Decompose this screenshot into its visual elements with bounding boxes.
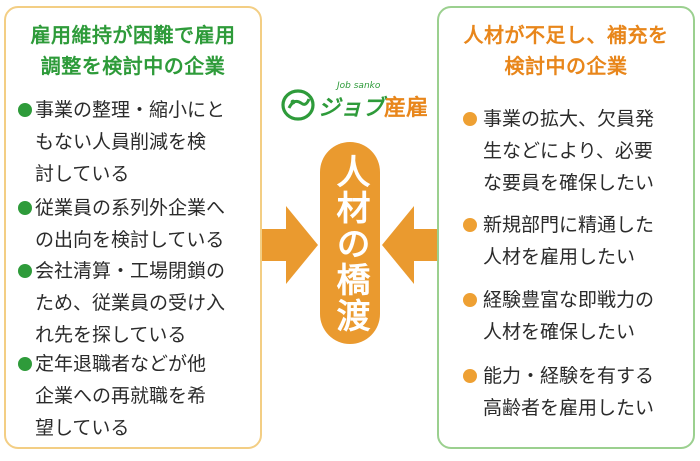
item-line: 会社清算・工場閉鎖の xyxy=(35,260,226,282)
left-list-item-3: 会社清算・工場閉鎖の ため、従業員の受け入 れ先を探している xyxy=(18,255,254,351)
logo-mark-icon xyxy=(281,89,315,121)
item-line: 高齢者を雇用したい xyxy=(483,397,655,419)
right-list-item-3: 経験豊富な即戦力の 人材を確保したい xyxy=(463,284,689,348)
bullet-icon xyxy=(18,103,32,117)
item-line: 定年退職者などが他 xyxy=(35,353,207,375)
item-line: 企業への再就職を希 xyxy=(35,385,207,407)
bullet-icon xyxy=(463,369,477,383)
item-line: 事業の拡大、欠員発 xyxy=(483,108,655,130)
right-panel-title: 人材が不足し、補充を 検討中の企業 xyxy=(439,20,693,82)
arrow-right-icon xyxy=(262,206,318,284)
bullet-icon xyxy=(463,218,477,232)
arrow-left-icon xyxy=(382,206,438,284)
item-line: 人材を雇用したい xyxy=(483,246,636,268)
logo-text: ジョブ産雇 xyxy=(318,90,428,122)
left-list-item-2: 従業員の系列外企業へ の出向を検討している xyxy=(18,192,254,256)
right-list-item-4: 能力・経験を有する 高齢者を雇用したい xyxy=(463,360,689,424)
item-line: の出向を検討している xyxy=(35,229,225,251)
item-line: な要員を確保したい xyxy=(483,172,655,194)
right-list-item-2: 新規部門に精通した 人材を雇用したい xyxy=(463,209,689,273)
item-line: 望している xyxy=(35,417,130,439)
logo-subtext: Job sanko xyxy=(337,81,381,91)
right-list-item-1: 事業の拡大、欠員発 生などにより、必要 な要員を確保したい xyxy=(463,103,689,199)
item-line: 能力・経験を有する xyxy=(483,365,655,387)
right-panel-title-line1: 人材が不足し、補充を xyxy=(463,23,669,47)
bullet-icon xyxy=(18,201,32,215)
left-panel-title-line1: 雇用維持が困難で雇用 xyxy=(30,23,236,47)
item-line: れ先を探している xyxy=(35,324,187,346)
job-sanko-logo: Job sanko ジョブ産雇 xyxy=(281,81,428,124)
bullet-icon xyxy=(463,293,477,307)
bullet-icon xyxy=(18,264,32,278)
item-line: もない人員削減を検 xyxy=(35,131,207,153)
item-line: 人材を確保したい xyxy=(483,321,636,343)
bullet-icon xyxy=(463,112,477,126)
item-line: 討している xyxy=(35,163,130,185)
left-panel-title: 雇用維持が困難で雇用 調整を検討中の企業 xyxy=(6,20,260,82)
left-panel-title-line2: 調整を検討中の企業 xyxy=(40,54,226,78)
left-panel: 雇用維持が困難で雇用 調整を検討中の企業 事業の整理・縮小にと もない人員削減を… xyxy=(4,6,262,449)
logo-main-text: ジョブ xyxy=(318,96,385,121)
center-bridge-banner: 人材の橋渡し xyxy=(270,142,380,344)
item-line: 従業員の系列外企業へ xyxy=(35,197,226,219)
left-list-item-1: 事業の整理・縮小にと もない人員削減を検 討している xyxy=(18,94,254,190)
item-line: 事業の整理・縮小にと xyxy=(35,99,226,121)
item-line: 新規部門に精通した xyxy=(483,214,655,236)
left-list-item-4: 定年退職者などが他 企業への再就職を希 望している xyxy=(18,348,254,444)
logo-accent-text: 産雇 xyxy=(384,96,429,121)
right-panel: 人材が不足し、補充を 検討中の企業 事業の拡大、欠員発 生などにより、必要 な要… xyxy=(437,6,695,449)
item-line: ため、従業員の受け入 xyxy=(35,292,226,314)
item-line: 経験豊富な即戦力の xyxy=(483,289,655,311)
center-label: 人材の橋渡し xyxy=(270,154,370,334)
right-panel-title-line2: 検討中の企業 xyxy=(504,54,628,78)
item-line: 生などにより、必要 xyxy=(483,140,653,162)
bullet-icon xyxy=(18,357,32,371)
